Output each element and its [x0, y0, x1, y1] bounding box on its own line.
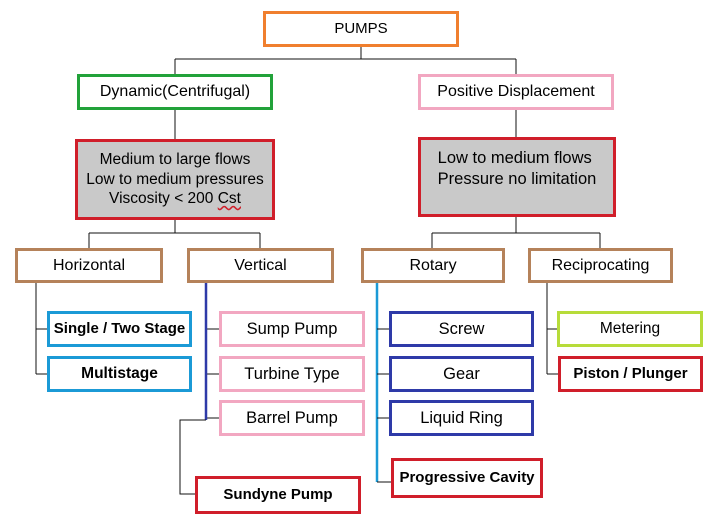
node-progressive-cavity-label: Progressive Cavity [399, 468, 535, 486]
node-gear-label: Gear [443, 364, 480, 383]
node-sump-pump-label: Sump Pump [246, 319, 338, 338]
node-positive-displacement-label: Positive Displacement [437, 83, 595, 100]
node-turbine-type-label: Turbine Type [244, 364, 340, 383]
node-dynamic-label: Dynamic(Centrifugal) [99, 83, 251, 100]
node-barrel-pump: Barrel Pump [219, 400, 365, 436]
pd-detail-line: Low to medium flows [437, 149, 592, 167]
node-dynamic-details: Medium to large flows Low to medium pres… [75, 139, 275, 220]
node-screw-label: Screw [438, 319, 485, 338]
node-horizontal-label: Horizontal [52, 256, 126, 274]
dynamic-detail-line: Low to medium pressures [86, 170, 264, 188]
viscosity-unit: Cst [217, 190, 241, 208]
node-pd-details: Low to medium flows Pressure no limitati… [418, 137, 616, 217]
node-single-two-stage: Single / Two Stage [47, 311, 192, 347]
node-piston-plunger: Piston / Plunger [558, 356, 703, 392]
dynamic-detail-line: Viscosity < 200 Cst [86, 189, 263, 208]
edge-dynamic-split [88, 220, 261, 248]
node-gear: Gear [389, 356, 534, 392]
node-sump-pump: Sump Pump [219, 311, 365, 347]
edge-rotary-children [377, 328, 391, 483]
node-liquid-ring-label: Liquid Ring [420, 408, 503, 427]
node-metering: Metering [557, 311, 703, 347]
node-vertical: Vertical [187, 248, 334, 283]
pd-detail-line: Pressure no limitation [437, 169, 597, 188]
node-vertical-label: Vertical [234, 256, 287, 274]
node-dynamic: Dynamic(Centrifugal) [77, 74, 273, 110]
node-single-two-stage-label: Single / Two Stage [53, 319, 186, 337]
edge-pd-split [431, 217, 601, 248]
node-pumps: PUMPS [263, 11, 459, 47]
node-sundyne-pump: Sundyne Pump [195, 476, 361, 514]
node-positive-displacement: Positive Displacement [418, 74, 614, 110]
pd-details-text: Low to medium flows Pressure no limitati… [438, 148, 597, 189]
node-multistage-label: Multistage [81, 365, 158, 383]
node-rotary: Rotary [361, 248, 505, 283]
dynamic-details-text: Medium to large flows Low to medium pres… [86, 150, 263, 208]
edge-horizontal-children [35, 283, 47, 375]
node-liquid-ring: Liquid Ring [389, 400, 534, 436]
node-turbine-type: Turbine Type [219, 356, 365, 392]
node-metering-label: Metering [599, 320, 661, 338]
node-progressive-cavity: Progressive Cavity [391, 458, 543, 498]
edge-reciprocating-children [546, 283, 558, 375]
node-screw: Screw [389, 311, 534, 347]
edge-root [174, 47, 517, 74]
node-multistage: Multistage [47, 356, 192, 392]
dynamic-detail-line: Medium to large flows [99, 151, 251, 169]
node-barrel-pump-label: Barrel Pump [246, 408, 338, 427]
node-horizontal: Horizontal [15, 248, 163, 283]
node-reciprocating-label: Reciprocating [551, 256, 650, 274]
node-sundyne-pump-label: Sundyne Pump [223, 485, 333, 503]
node-pumps-label: PUMPS [334, 19, 388, 37]
node-rotary-label: Rotary [409, 256, 457, 274]
node-piston-plunger-label: Piston / Plunger [573, 364, 688, 382]
edge-sundyne [179, 419, 206, 495]
edge-vertical-children [206, 328, 219, 419]
node-reciprocating: Reciprocating [528, 248, 673, 283]
viscosity-text: Viscosity < 200 [109, 190, 218, 208]
